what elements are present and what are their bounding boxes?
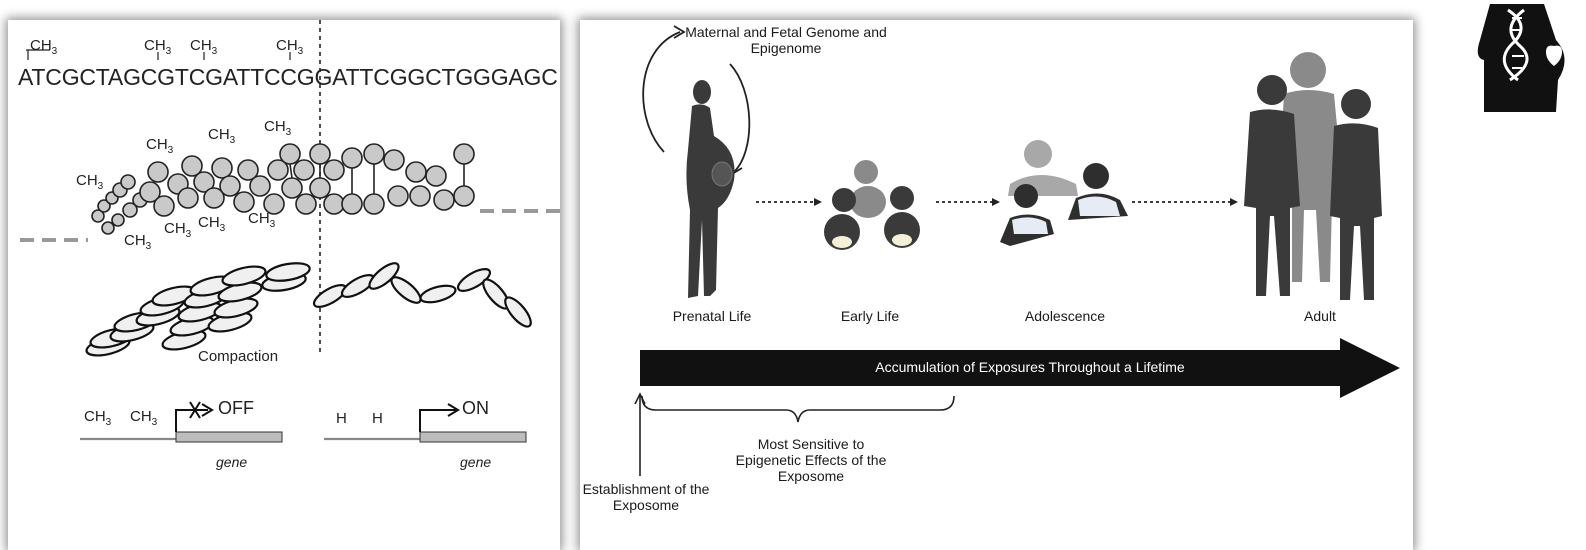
stage-label-early-life: Early Life	[840, 308, 900, 324]
methyl-label: CH3	[144, 37, 172, 57]
compaction-label: Compaction	[198, 348, 279, 365]
h-label: H	[372, 410, 383, 427]
off-label: OFF	[218, 398, 254, 418]
methyl-label: CH3	[248, 210, 276, 230]
methyl-label: CH3	[276, 37, 304, 57]
nucleosome-links	[289, 163, 465, 194]
sensitive-bracket	[641, 395, 955, 423]
exposome-timeline-panel: Maternal and Fetal Genome and Epigenome …	[580, 20, 1413, 550]
methyl-label: CH3	[124, 232, 152, 252]
epigenetics-panel: CH3 CH3 CH3 CH3 ATCGCTAGCGTCGATTCCGGATTC…	[8, 20, 560, 550]
methyl-label: CH3	[264, 118, 292, 138]
methyl-label: CH3	[76, 172, 104, 192]
sensitive-label: Most Sensitive to Epigenetic Effects of …	[735, 436, 887, 484]
pregnant-woman-figure	[686, 80, 735, 299]
pregnant-dna-heart-icon	[1477, 4, 1565, 112]
methyl-label: CH3	[190, 37, 218, 57]
methyl-label: CH3	[208, 126, 236, 146]
arrow-head-off	[201, 403, 214, 417]
methyl-label: CH3	[146, 136, 174, 156]
gene-box-on	[419, 431, 527, 443]
methyl-label: CH3	[198, 214, 226, 234]
arrow-head-on	[447, 403, 460, 417]
cycle-arrow-right	[729, 63, 751, 173]
stage-label-adolescence: Adolescence	[1024, 308, 1106, 324]
dna-sequence: ATCGCTAGCGTCGATTCCGGATTCGGCTGGGAGC	[18, 64, 558, 90]
chromatin-diagram	[20, 20, 560, 443]
adolescents-figures	[1000, 140, 1128, 246]
promoter-arrow-off	[175, 409, 208, 432]
methyl-label: CH3	[164, 220, 192, 240]
nucleosome-beads	[91, 143, 475, 235]
babies-figures	[824, 160, 920, 250]
promoter-arrow-on	[419, 409, 456, 432]
gene-box-off	[175, 431, 283, 443]
establishment-label: Establishment of the Exposome	[582, 481, 710, 513]
adults-figures	[1244, 52, 1382, 300]
gene-label: gene	[460, 454, 492, 470]
methyl-label: CH3	[130, 408, 158, 428]
blocked-x-icon	[189, 401, 201, 419]
timeline-arrow-label: Accumulation of Exposures Throughout a L…	[875, 359, 1185, 375]
methyl-label: CH3	[30, 37, 58, 57]
methyl-label: CH3	[84, 408, 112, 428]
timeline-arrow	[640, 338, 1400, 398]
cycle-arrow-left	[642, 31, 681, 153]
compacted-discs	[85, 262, 532, 357]
fetus-icon	[711, 161, 733, 187]
gene-label: gene	[216, 454, 248, 470]
stage-label-adult: Adult	[1304, 308, 1336, 324]
on-label: ON	[462, 398, 489, 418]
h-label: H	[336, 410, 347, 427]
methyl-ticks	[26, 49, 291, 60]
stage-label-prenatal: Prenatal Life	[672, 308, 752, 324]
maternal-fetal-label: Maternal and Fetal Genome and Epigenome	[685, 24, 887, 56]
exposome-diagram	[634, 25, 1400, 476]
